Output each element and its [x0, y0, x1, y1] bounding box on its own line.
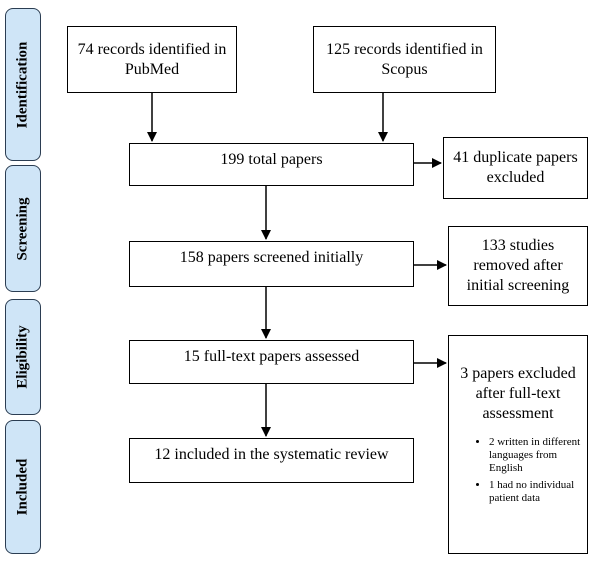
scopus-records-box: 125 records identified in Scopus	[313, 26, 496, 93]
fulltext-exclusion-title: 3 papers excluded after full-text assess…	[460, 365, 576, 422]
fulltext-assessed-box: 15 full-text papers assessed	[129, 340, 414, 384]
fulltext-assessed-text: 15 full-text papers assessed	[183, 348, 360, 365]
fulltext-exclusion-box: 3 papers excluded after full-text assess…	[448, 335, 588, 554]
screened-papers-text: 158 papers screened initially	[179, 249, 364, 266]
total-papers-text: 199 total papers	[220, 151, 323, 168]
duplicates-excluded-text: 41 duplicate papers excluded	[453, 149, 578, 186]
exclusion-reason-item: 2 written in different languages from En…	[489, 436, 581, 475]
pubmed-records-box: 74 records identified in PubMed	[67, 26, 237, 93]
phase-screening: Screening	[5, 165, 41, 292]
included-studies-text: 12 included in the systematic review	[154, 446, 389, 463]
screening-removed-box: 133 studies removed after initial screen…	[448, 226, 588, 306]
phase-included: Included	[5, 420, 41, 554]
phase-identification: Identification	[5, 8, 41, 161]
screened-papers-box: 158 papers screened initially	[129, 241, 414, 287]
included-studies-box: 12 included in the systematic review	[129, 438, 414, 483]
exclusion-reasons-list: 2 written in different languages from En…	[449, 436, 587, 505]
duplicates-excluded-box: 41 duplicate papers excluded	[443, 137, 588, 199]
phase-eligibility: Eligibility	[5, 299, 41, 415]
pubmed-records-text: 74 records identified in PubMed	[77, 40, 227, 78]
screening-removed-text: 133 studies removed after initial screen…	[466, 237, 570, 294]
exclusion-reason-item: 1 had no individual patient data	[489, 479, 581, 505]
total-papers-box: 199 total papers	[129, 143, 414, 186]
scopus-records-text: 125 records identified in Scopus	[326, 40, 483, 78]
